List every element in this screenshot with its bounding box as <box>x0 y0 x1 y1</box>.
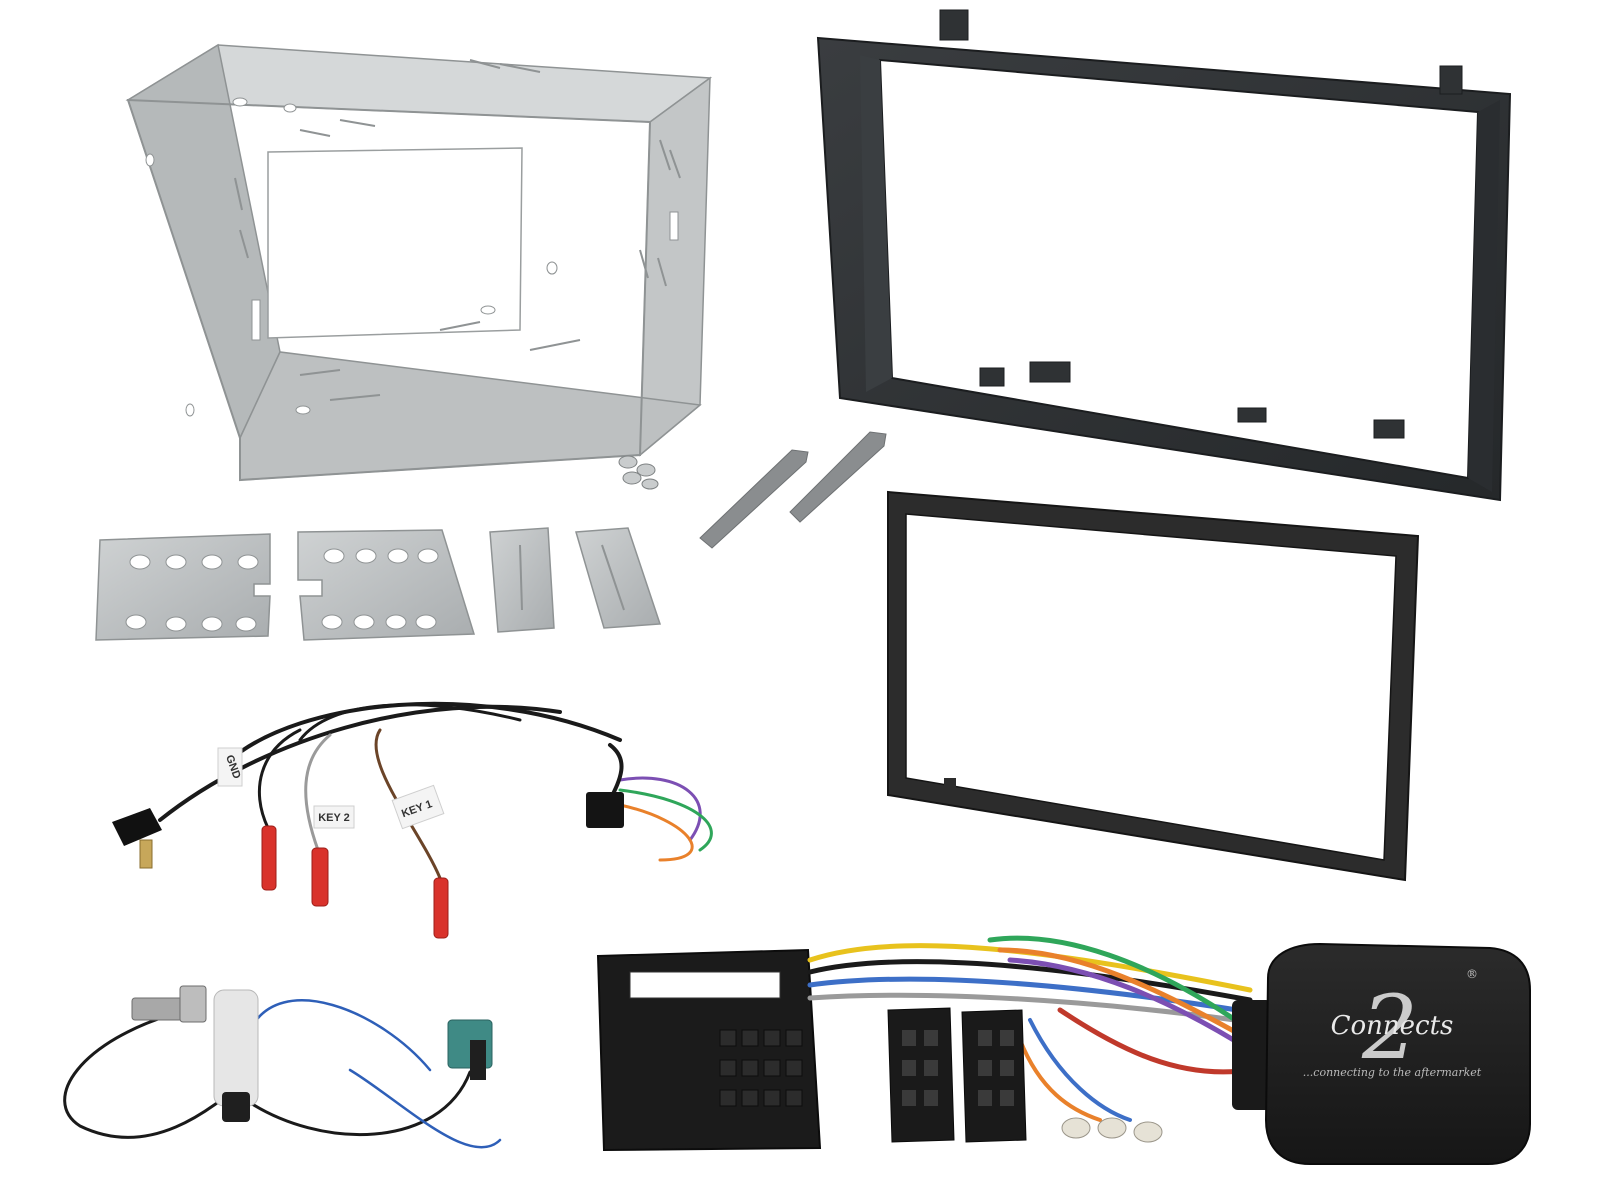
wire-label-key2-tag: KEY 2 <box>313 805 355 829</box>
logo-tagline: ...connecting to the aftermarket <box>1303 1066 1482 1079</box>
inline-filter <box>213 989 259 1122</box>
logo-registered: ® <box>1466 967 1478 981</box>
wire-label-key2: KEY 2 <box>318 812 350 824</box>
wire-label-gnd-tag: GND <box>217 747 243 787</box>
iso-connectors <box>887 1007 1027 1143</box>
removal-keys <box>699 431 887 549</box>
screws <box>618 455 659 490</box>
din-cage <box>125 43 713 482</box>
red-spade-connectors <box>261 825 449 939</box>
mounting-plates <box>95 527 662 641</box>
din-antenna-plug <box>131 985 207 1023</box>
wire-label-key1-tag: KEY 1 <box>391 784 445 830</box>
quadlock-connector <box>596 948 822 1152</box>
harness-wires <box>807 935 1253 1122</box>
terminal-connectors <box>1061 1117 1163 1143</box>
fakra-connector <box>447 1019 493 1080</box>
surround-frame <box>887 490 1420 882</box>
steering-lead-harness <box>158 701 713 880</box>
logo-numeral: 2 <box>1361 976 1418 1079</box>
antenna-adapter <box>63 999 502 1149</box>
double-din-fascia <box>816 9 1512 502</box>
interface-box: 2 Connects ® ...connecting to the afterm… <box>1232 942 1531 1165</box>
logo-brand: Connects <box>1331 1011 1454 1041</box>
jack-plug <box>112 808 162 869</box>
multipin-connector <box>586 792 624 828</box>
